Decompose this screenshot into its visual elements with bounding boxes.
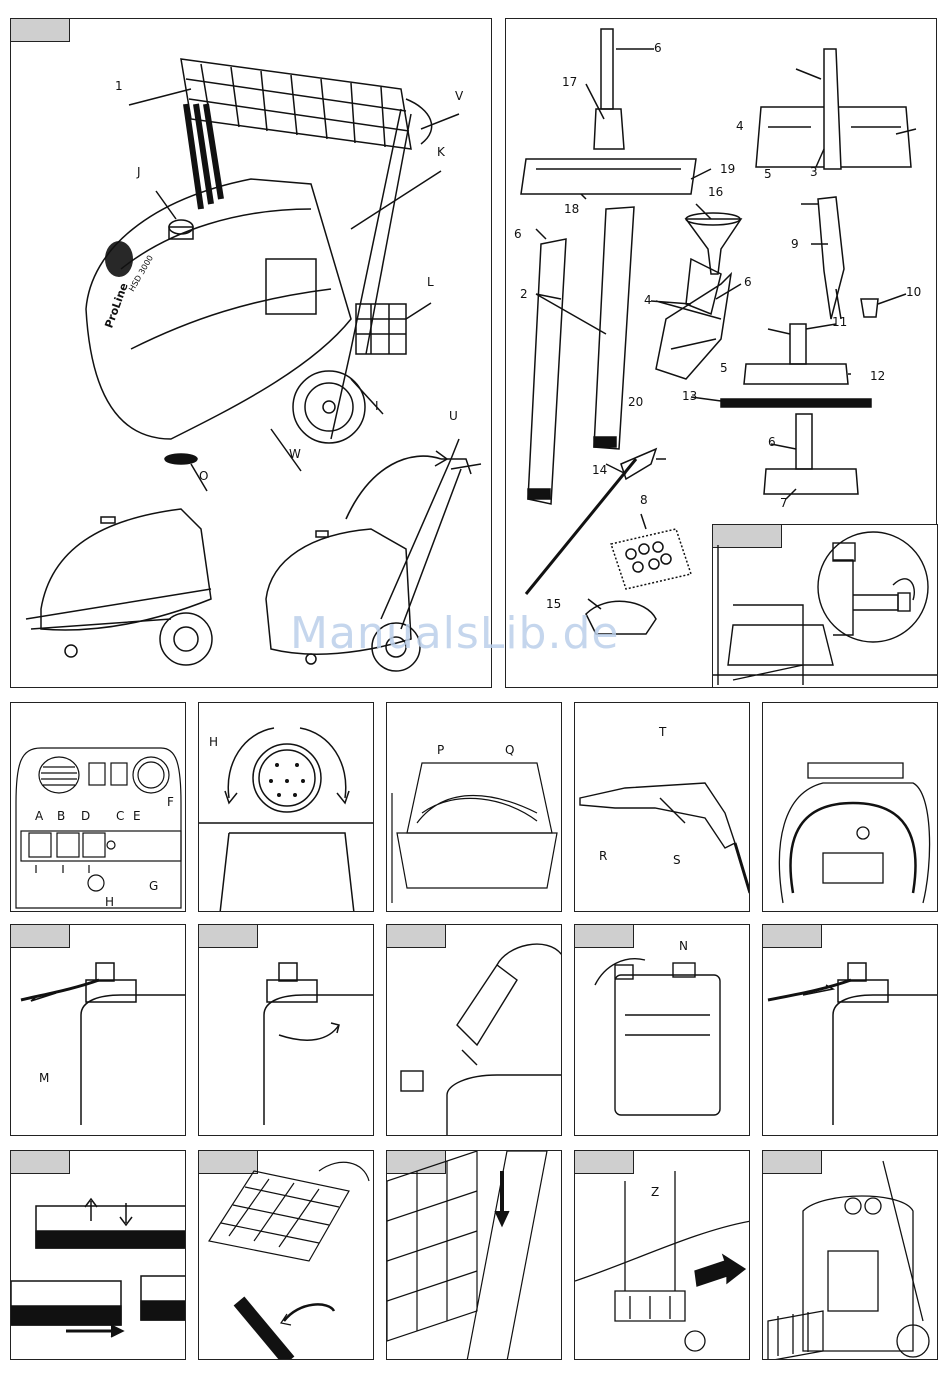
figure-control-panel: A B C D E F G H: [10, 702, 186, 912]
control-panel-drawing: [11, 703, 186, 912]
acc-callout-19: 19: [720, 162, 735, 176]
acc-callout-18: 18: [564, 202, 579, 216]
callout-l: L: [427, 275, 434, 289]
figure-machine-with-basket: [762, 1150, 938, 1360]
cp-label-c: C: [116, 809, 124, 823]
callout-j: J: [137, 165, 141, 179]
cp-label-e: E: [133, 809, 141, 823]
cp-label-h: H: [105, 895, 114, 909]
watermark: ManualsLib.de: [290, 608, 619, 659]
acc-callout-5b: 5: [764, 167, 772, 181]
tank-step-2-drawing: [199, 925, 374, 1136]
callout-i: I: [375, 399, 379, 413]
cp-label-g: G: [149, 879, 158, 893]
acc-callout-17: 17: [562, 75, 577, 89]
storage-drawing: [387, 703, 562, 912]
acc-callout-6d: 6: [768, 435, 776, 449]
acc-callout-11: 11: [832, 315, 847, 329]
acc-callout-12: 12: [870, 369, 885, 383]
callout-k: K: [437, 145, 445, 159]
cp-label-f: F: [167, 795, 174, 809]
tank-step-5-drawing: [763, 925, 938, 1136]
cp-label-a: A: [35, 809, 43, 823]
tank-step-4-drawing: [575, 925, 750, 1136]
acc-callout-2: 2: [520, 287, 528, 301]
acc-callout-4b: 4: [736, 119, 744, 133]
figure-basket-attach: [198, 1150, 374, 1360]
tube-coupling-drawing: [11, 1151, 186, 1360]
cp-label-b: B: [57, 809, 65, 823]
figure-tank-step-3: [386, 924, 562, 1136]
gun-label-t: T: [659, 725, 666, 739]
tank-step-1-drawing: [11, 925, 186, 1136]
tank-step-3-drawing: [387, 925, 562, 1136]
gun-label-r: R: [599, 849, 607, 863]
valve-drawing: [713, 525, 938, 688]
callout-u: U: [449, 409, 458, 423]
figure-machine-overview: 1 V K J L I W O U ProLine HSD 3000: [10, 18, 492, 688]
callout-o: O: [199, 469, 208, 483]
figure-basket-mount: Z: [574, 1150, 750, 1360]
figure-steam-gun: T R S: [574, 702, 750, 912]
basket-mount-drawing: [575, 1151, 750, 1360]
figure-hose-storage: P Q: [386, 702, 562, 912]
acc-callout-6a: 6: [654, 41, 662, 55]
figure-tank-step-4: N: [574, 924, 750, 1136]
gun-label-s: S: [673, 853, 681, 867]
machine-drawing: [11, 19, 492, 688]
callout-w: W: [289, 447, 301, 461]
basket-label-z: Z: [651, 1185, 659, 1199]
figure-tank-step-5: [762, 924, 938, 1136]
step4-label-n: N: [679, 939, 688, 953]
cp-label-d: D: [81, 809, 90, 823]
machine-basket-drawing: [763, 1151, 938, 1360]
acc-callout-14: 14: [592, 463, 607, 477]
acc-callout-16: 16: [708, 185, 723, 199]
figure-hose-coiled: [762, 702, 938, 912]
figure-tube-coupling: [10, 1150, 186, 1360]
acc-callout-6c: 6: [744, 275, 752, 289]
acc-callout-8: 8: [640, 493, 648, 507]
acc-callout-10: 10: [906, 285, 921, 299]
hose-coiled-drawing: [763, 703, 938, 912]
figure-tank-step-1: M: [10, 924, 186, 1136]
acc-callout-4: 4: [644, 293, 652, 307]
acc-callout-7: 7: [780, 496, 788, 510]
acc-callout-6b: 6: [514, 227, 522, 241]
dial-drawing: [199, 703, 374, 912]
storage-label-p: P: [437, 743, 444, 757]
basket-attach-drawing: [199, 1151, 374, 1360]
callout-1: 1: [115, 79, 123, 93]
figure-valve-detail: [712, 524, 938, 688]
acc-callout-13: 13: [682, 389, 697, 403]
step1-label-m: M: [39, 1071, 49, 1085]
dial-label-h: H: [209, 735, 218, 749]
figure-tank-step-2: [198, 924, 374, 1136]
figure-basket-slot: [386, 1150, 562, 1360]
storage-label-q: Q: [505, 743, 514, 757]
acc-callout-9: 9: [791, 237, 799, 251]
acc-callout-20: 20: [628, 395, 643, 409]
acc-callout-5: 5: [720, 361, 728, 375]
basket-slot-drawing: [387, 1151, 562, 1360]
acc-callout-3: 3: [810, 165, 818, 179]
figure-dial: H: [198, 702, 374, 912]
callout-v: V: [455, 89, 463, 103]
